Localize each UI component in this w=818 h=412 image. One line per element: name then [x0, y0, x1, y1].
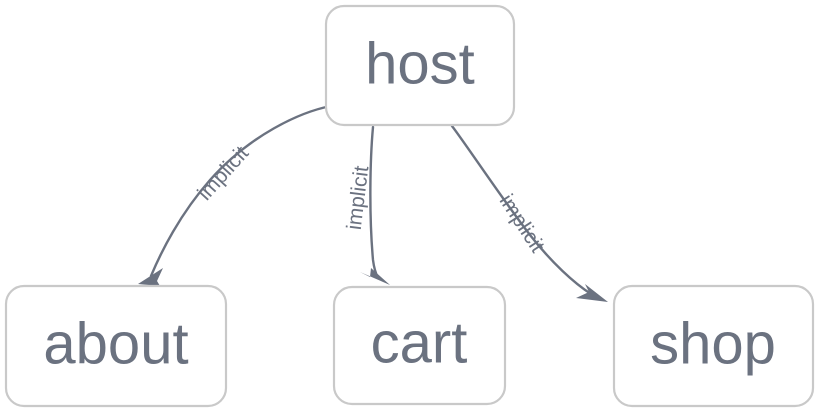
edge-host-about-arrowhead [138, 268, 163, 286]
edge-host-shop[interactable]: implicit [450, 124, 608, 302]
edge-host-shop-label: implicit [495, 190, 549, 256]
node-about-rect [4, 284, 228, 408]
node-shop-label: shop [650, 311, 776, 376]
node-shop-rect [612, 284, 815, 408]
node-about[interactable]: about [4, 284, 228, 408]
node-cart[interactable]: cart [332, 285, 507, 406]
node-host[interactable]: host [324, 4, 516, 127]
edge-host-about[interactable]: implicit [138, 104, 333, 286]
edge-host-about-label: implicit [193, 142, 253, 205]
edge-host-cart-path [369, 125, 380, 280]
edge-host-about-path [149, 104, 333, 278]
edge-host-shop-path [450, 124, 593, 296]
node-host-label: host [365, 31, 475, 96]
edge-host-cart-label: implicit [343, 164, 374, 231]
node-host-rect [324, 4, 516, 127]
edge-host-shop-arrowhead [576, 284, 608, 302]
node-about-label: about [43, 311, 188, 376]
edge-host-cart[interactable]: implicit [343, 125, 390, 285]
node-cart-label: cart [371, 310, 468, 375]
node-cart-rect [332, 285, 507, 406]
node-shop[interactable]: shop [612, 284, 815, 408]
edge-host-cart-arrowhead [360, 268, 390, 285]
